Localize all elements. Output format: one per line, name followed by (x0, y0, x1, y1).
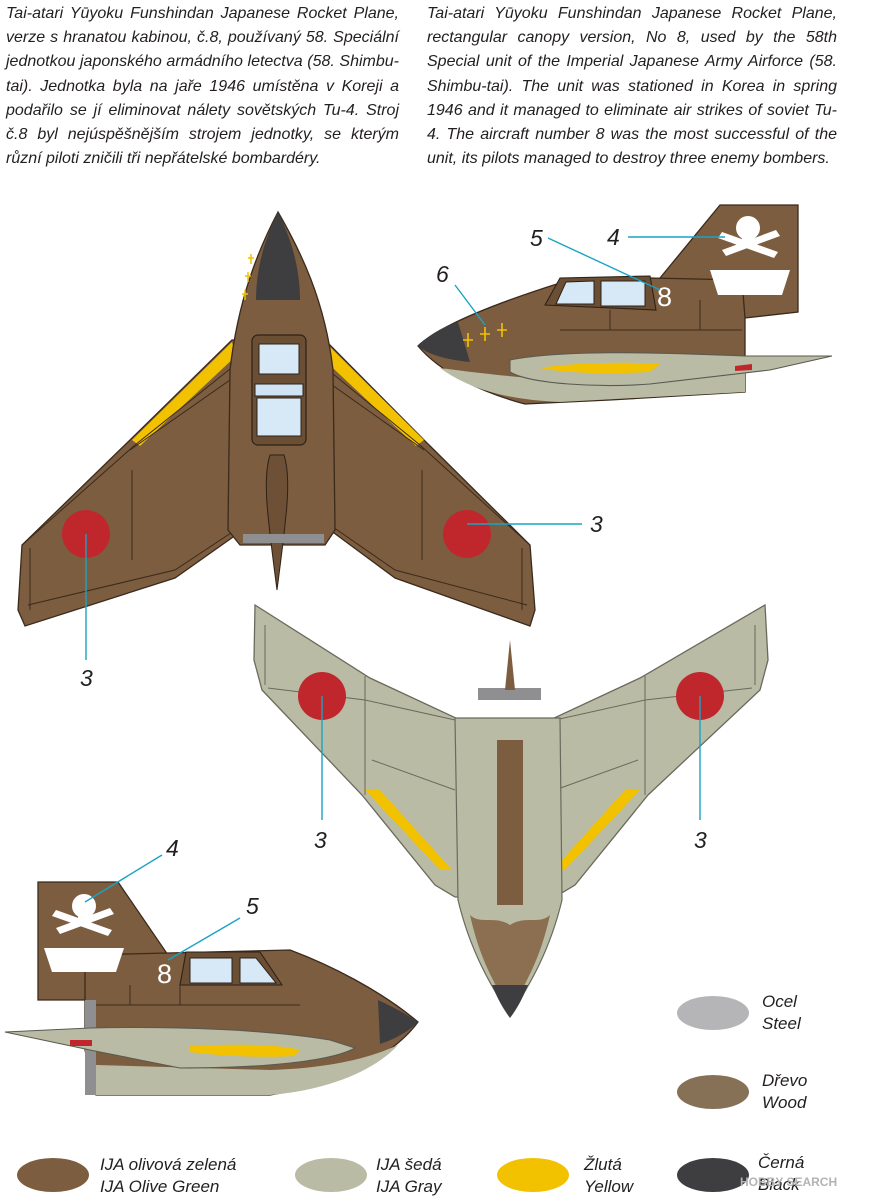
side-right-skull-emblem (710, 216, 790, 295)
bottom-view-exhaust (478, 688, 541, 700)
top-view-canopy-rear (256, 397, 302, 437)
side-right-canopy-rear-glass (600, 280, 646, 307)
side-left-lower-gray (96, 1045, 398, 1095)
top-view-black-nose (256, 212, 300, 300)
legend-steel-en: Steel (762, 1014, 802, 1033)
callout-bottom-left: 3 (314, 827, 327, 853)
side-left-wing (4, 1026, 357, 1069)
description-english: Tai-atari Yūyoku Funshindan Japanese Roc… (427, 5, 837, 168)
legend-yellow-en: Yellow (584, 1177, 635, 1196)
callout-bottom-right: 3 (694, 827, 707, 853)
legend-gray-en: IJA Gray (376, 1177, 443, 1196)
color-legend: Ocel Steel Dřevo Wood IJA olivová zelená… (17, 992, 807, 1196)
swatch-wood (677, 1075, 749, 1109)
legend-wood-cz: Dřevo (762, 1071, 807, 1090)
side-right-panel-lines (560, 300, 742, 331)
top-view-yellow-leading-edge-left (132, 342, 236, 446)
leader-side-left-emblem (84, 854, 163, 903)
side-left-canopy-front-glass (239, 957, 278, 984)
legend-black-cz: Černá (758, 1153, 804, 1172)
bottom-view-tail-spike (505, 640, 515, 690)
side-left-wing-red (70, 1040, 92, 1046)
callout-side-left-emblem: 4 (166, 835, 179, 861)
side-right-wing (509, 352, 833, 387)
side-view-right: 8 4 5 6 (417, 204, 833, 405)
legend-olive-cz: IJA olivová zelená (100, 1155, 236, 1174)
swatch-yellow (497, 1158, 569, 1192)
legend-steel-cz: Ocel (762, 992, 798, 1011)
callout-top-left: 3 (80, 665, 93, 691)
leader-side-right-kills (454, 284, 486, 326)
side-right-canopy-front-glass (555, 280, 595, 305)
bottom-view: 3 3 (253, 603, 769, 1018)
swatch-olive-green (17, 1158, 89, 1192)
top-view-canopy-mid (254, 383, 304, 397)
top-view-panel-lines (21, 364, 531, 610)
side-view-left: 8 4 5 (4, 835, 419, 1096)
swatch-steel (677, 996, 749, 1030)
legend-olive-en: IJA Olive Green (100, 1177, 219, 1196)
swatch-black (677, 1158, 749, 1192)
side-left-black-nose (378, 1000, 418, 1044)
leader-side-right-number (547, 237, 661, 291)
hinomaru-top-right (443, 510, 491, 558)
leader-side-left-number (167, 917, 241, 961)
callout-side-right-number: 5 (530, 225, 543, 251)
top-view-canopy-front (258, 343, 300, 375)
description-czech: Tai-atari Yūyoku Funshindan Japanese Roc… (6, 5, 399, 168)
callout-top-right: 3 (590, 511, 603, 537)
side-left-canopy-rear-glass (189, 957, 233, 984)
side-left-panel-lines (96, 985, 300, 1006)
legend-gray-cz: IJA šedá (376, 1155, 442, 1174)
callout-side-left-number: 5 (246, 893, 259, 919)
side-right-wing-yellow (540, 362, 660, 374)
top-view-fin (265, 454, 289, 591)
callout-side-right-kills: 6 (436, 261, 449, 287)
top-view-yellow-leading-edge-right (320, 342, 424, 446)
bottom-view-yellow-left (365, 790, 452, 870)
side-right-wing-red (735, 364, 752, 371)
bottom-view-nose-wood (470, 915, 550, 1010)
side-left-aircraft-number: 8 (157, 959, 172, 989)
bottom-view-skid (497, 740, 523, 905)
side-left-skull-emblem (44, 894, 124, 972)
side-right-kill-marks (463, 323, 507, 347)
top-view-kill-marks (242, 254, 254, 300)
top-view-exhaust (243, 534, 324, 543)
watermark: HOBBY SEARCH (740, 1175, 837, 1189)
top-view: 3 3 (17, 210, 603, 691)
callout-side-right-emblem: 4 (607, 224, 620, 250)
swatch-ija-gray (295, 1158, 367, 1192)
side-left-wing-yellow (190, 1044, 300, 1057)
side-right-aircraft-number: 8 (657, 282, 672, 312)
bottom-view-black-nose (492, 985, 528, 1018)
legend-yellow-cz: Žlutá (583, 1155, 622, 1174)
legend-black-en: Black (758, 1175, 801, 1194)
legend-wood-en: Wood (762, 1093, 807, 1112)
bottom-view-yellow-right (553, 790, 640, 870)
side-right-black-nose (418, 322, 470, 362)
